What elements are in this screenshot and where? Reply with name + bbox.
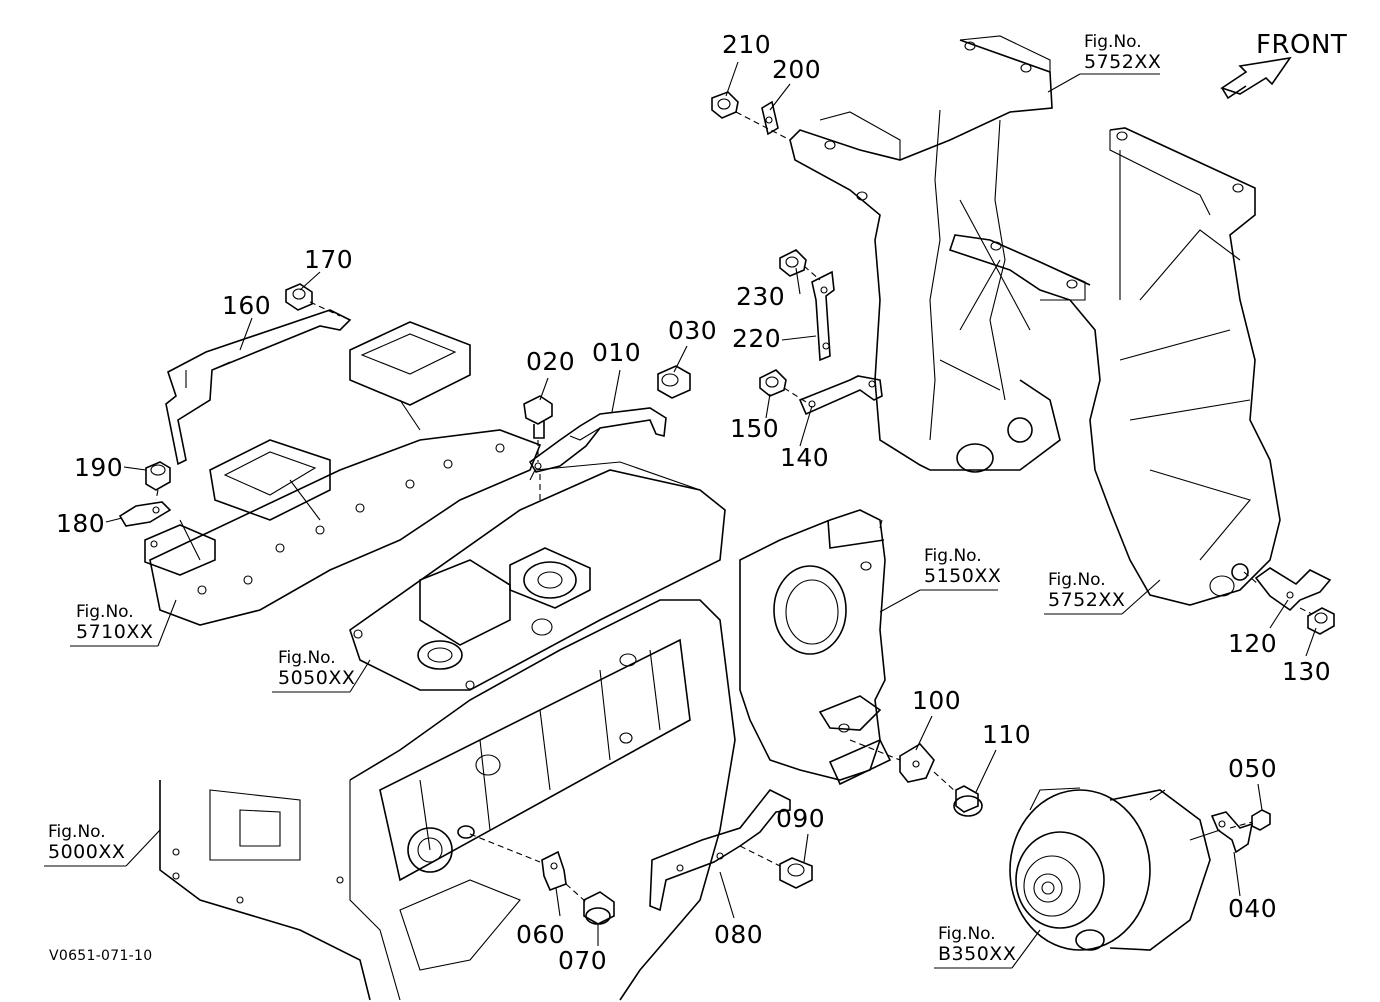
fig-ref-number: 5050XX [278, 667, 356, 689]
part-label-210: 210 [722, 30, 772, 59]
part-label-230: 230 [736, 282, 786, 311]
part-label-010: 010 [592, 338, 642, 367]
part-230-nut [779, 249, 807, 277]
part-150-nut [759, 369, 787, 397]
fig-ref-prefix: Fig.No. [1084, 32, 1142, 52]
fig-ref-number: B350XX [938, 943, 1017, 965]
part-160-bracket [165, 309, 352, 466]
part-label-130: 130 [1282, 657, 1332, 686]
fig-ref-number: 5752XX [1084, 51, 1162, 73]
rocker-cover [349, 461, 726, 691]
part-label-190: 190 [74, 453, 124, 482]
part-label-140: 140 [780, 443, 830, 472]
part-120-bracket [1254, 567, 1332, 612]
part-010-bracket [528, 407, 667, 473]
part-label-100: 100 [912, 686, 962, 715]
fig-ref-prefix: Fig.No. [938, 924, 996, 944]
fig-ref-5050xx: Fig.No. 5050XX [278, 648, 355, 688]
fig-ref-prefix: Fig.No. [278, 648, 336, 668]
part-label-040: 040 [1228, 894, 1278, 923]
fig-ref-5000xx: Fig.No. 5000XX [48, 822, 125, 862]
fig-ref-prefix: Fig.No. [1048, 570, 1106, 590]
part-070-plug [583, 891, 615, 925]
part-100-bracket [899, 742, 935, 783]
part-180-washer [118, 501, 172, 527]
part-label-110: 110 [982, 720, 1032, 749]
part-080-bracket [649, 788, 791, 912]
part-030-rubber [657, 365, 691, 399]
part-label-120: 120 [1228, 629, 1278, 658]
fig-ref-5710xx: Fig.No. 5710XX [76, 602, 153, 642]
part-220-bracket [811, 270, 835, 362]
front-direction-label: FRONT [1256, 30, 1348, 60]
fig-ref-5150xx: Fig.No. 5150XX [924, 546, 1001, 586]
fig-ref-prefix: Fig.No. [48, 822, 106, 842]
part-label-180: 180 [56, 509, 106, 538]
part-200-plate [761, 100, 779, 136]
part-090-bolt [779, 857, 813, 889]
fig-ref-5752xx-bottom: Fig.No. 5752XX [1048, 570, 1125, 610]
alternator [1009, 787, 1221, 951]
part-label-030: 030 [668, 316, 718, 345]
alignment-lines [155, 111, 1313, 903]
part-210-nut [711, 91, 739, 119]
fig-ref-prefix: Fig.No. [924, 546, 982, 566]
drawing-code: V0651-071-10 [49, 948, 153, 964]
fig-ref-b350xx: Fig.No. B350XX [938, 924, 1016, 964]
part-label-080: 080 [714, 920, 764, 949]
part-130-bolt [1307, 607, 1335, 635]
engine-mount-bracket-lower [948, 127, 1281, 606]
part-label-160: 160 [222, 291, 272, 320]
gear-case [739, 509, 892, 786]
part-050-bolt [1251, 809, 1271, 831]
part-label-050: 050 [1228, 754, 1278, 783]
intake-manifold [144, 321, 542, 626]
part-label-020: 020 [526, 347, 576, 376]
engine-mount-bracket-upper [789, 35, 1061, 473]
part-label-220: 220 [732, 324, 782, 353]
part-190-plug [145, 461, 171, 491]
part-170-bolt [285, 283, 313, 311]
part-020-bolt [523, 395, 553, 439]
fig-ref-number: 5752XX [1048, 589, 1126, 611]
part-040-bracket [1210, 811, 1254, 854]
fig-ref-number: 5710XX [76, 621, 154, 643]
part-label-090: 090 [776, 804, 826, 833]
fig-ref-prefix: Fig.No. [76, 602, 134, 622]
fig-ref-number: 5000XX [48, 841, 126, 863]
front-arrow-icon [1220, 56, 1292, 100]
fig-ref-number: 5150XX [924, 565, 1002, 587]
part-label-150: 150 [730, 414, 780, 443]
part-label-200: 200 [772, 55, 822, 84]
part-110-bolt [953, 785, 983, 817]
part-140-bracket [798, 375, 883, 416]
leader-lines [44, 61, 1317, 969]
part-label-060: 060 [516, 920, 566, 949]
cylinder-block [159, 599, 736, 1001]
part-060-plate [541, 850, 567, 892]
fig-ref-5752xx-top: Fig.No. 5752XX [1084, 32, 1161, 72]
part-label-170: 170 [304, 245, 354, 274]
part-label-070: 070 [558, 946, 608, 975]
